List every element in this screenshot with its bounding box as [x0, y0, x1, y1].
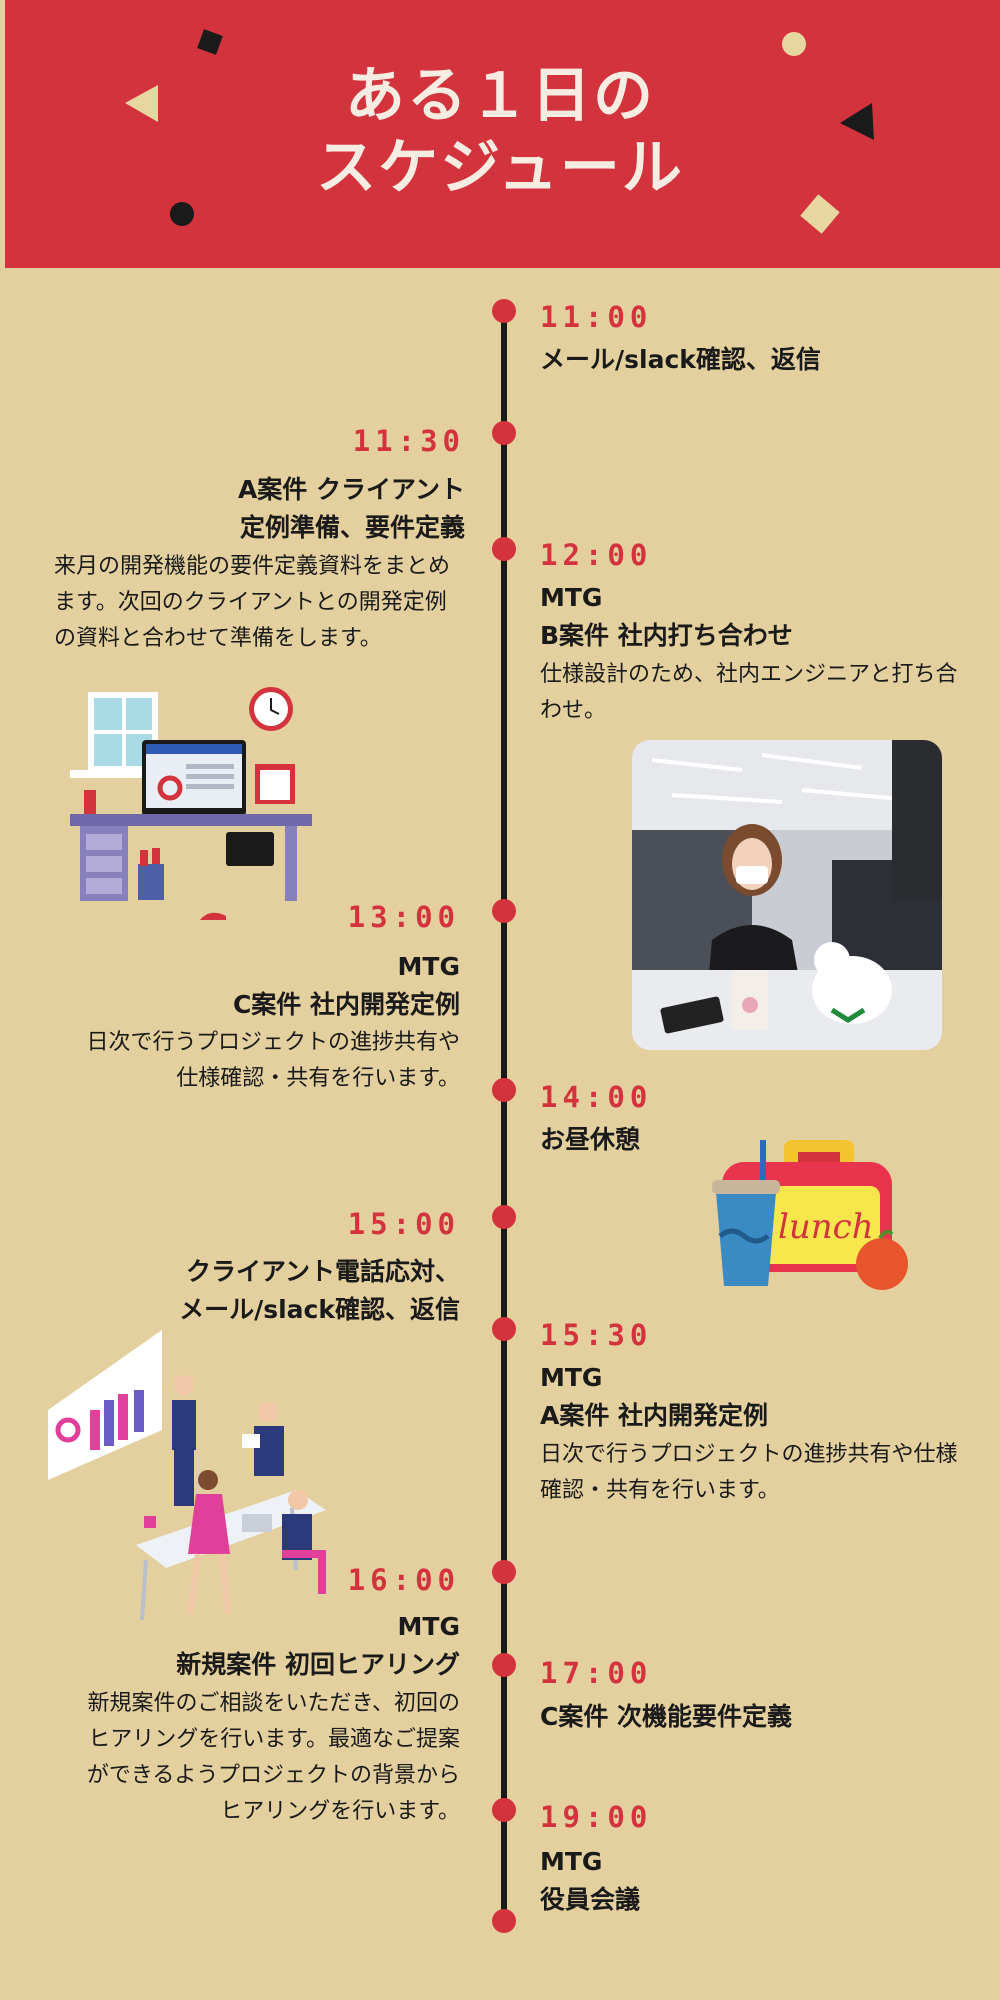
- event-description: 来月の開発機能の要件定義資料をまとめます。次回のクライアントとの開発定例の資料と…: [54, 554, 451, 651]
- time-label: 12:00: [540, 538, 653, 572]
- event-title: MTG 新規案件 初回ヒアリング: [40, 1608, 460, 1684]
- event-title: C案件 次機能要件定義: [540, 1698, 960, 1736]
- time-label: 11:30: [352, 424, 465, 458]
- event-title-line: クライアント電話応対、: [185, 1257, 460, 1286]
- event-description: 日次で行うプロジェクトの進捗共有や仕様確認・共有を行います。: [86, 1030, 460, 1091]
- time-label: 19:00: [540, 1800, 653, 1834]
- event-title-line: メール/slack確認、返信: [179, 1295, 460, 1324]
- deco-triangle: [125, 85, 158, 122]
- time-label: 15:00: [347, 1207, 460, 1241]
- event-title-line: MTG: [397, 952, 460, 981]
- deco-triangle: [840, 103, 874, 140]
- event-title-line: メール/slack確認、返信: [540, 345, 821, 374]
- timeline-line: [501, 305, 507, 1920]
- time-label: 16:00: [347, 1563, 460, 1597]
- event-title-line: お昼休憩: [540, 1125, 641, 1154]
- lunch-bag-illustration: lunch: [712, 1140, 908, 1290]
- timeline-dot: [492, 1078, 516, 1102]
- time-label: 11:00: [540, 300, 653, 334]
- event-description: 日次で行うプロジェクトの進捗共有や仕様確認・共有を行います。: [540, 1442, 958, 1503]
- timeline-dot: [492, 537, 516, 561]
- event-title-line: 定例準備、要件定義: [239, 513, 465, 542]
- event-title-line: MTG: [540, 1847, 603, 1876]
- event-title-line: MTG: [397, 1612, 460, 1641]
- event-title: MTG C案件 社内開発定例: [40, 948, 460, 1024]
- deco-square: [197, 29, 223, 55]
- meeting-illustration: [48, 1330, 326, 1621]
- event-title-line: MTG: [540, 1363, 603, 1392]
- event-title: A案件 クライアント 定例準備、要件定義: [40, 471, 465, 547]
- header-banner: [5, 0, 1000, 268]
- event-title: MTG 役員会議: [540, 1843, 960, 1919]
- event-title-line: C案件 次機能要件定義: [540, 1702, 793, 1731]
- event-title: MTG A案件 社内開発定例: [540, 1359, 960, 1435]
- time-label: 14:00: [540, 1080, 653, 1114]
- timeline-dot: [492, 1560, 516, 1584]
- event-title-line: C案件 社内開発定例: [232, 990, 460, 1019]
- event-title: お昼休憩: [540, 1121, 800, 1159]
- event-title-line: 新規案件 初回ヒアリング: [176, 1650, 460, 1679]
- event-description: 新規案件のご相談をいただき、初回のヒアリングを行います。最適なご提案ができるよう…: [86, 1691, 460, 1824]
- time-label: 13:00: [347, 900, 460, 934]
- page-title: ある１日の スケジュール: [0, 60, 1000, 204]
- event-title: クライアント電話応対、 メール/slack確認、返信: [40, 1253, 460, 1329]
- title-line-1: ある１日の: [345, 61, 655, 131]
- event-description: 仕様設計のため、社内エンジニアと打ち合わせ。: [540, 662, 958, 723]
- timeline-dot: [492, 1798, 516, 1822]
- office-desk-illustration: [70, 687, 312, 920]
- event-title-line: 役員会議: [540, 1885, 641, 1914]
- event-title: MTG B案件 社内打ち合わせ: [540, 579, 960, 655]
- event-title-line: A案件 クライアント: [237, 475, 465, 504]
- event-title-line: B案件 社内打ち合わせ: [540, 621, 793, 650]
- time-label: 15:30: [540, 1318, 653, 1352]
- timeline-dot: [492, 421, 516, 445]
- header-decoration: [125, 29, 874, 234]
- timeline-dot: [492, 1653, 516, 1677]
- lunch-text: lunch: [778, 1207, 874, 1247]
- title-line-2: スケジュール: [316, 133, 684, 203]
- event-title-line: A案件 社内開発定例: [540, 1401, 769, 1430]
- time-label: 17:00: [540, 1656, 653, 1690]
- office-photo: [632, 740, 942, 1050]
- deco-circle: [782, 32, 806, 56]
- timeline-dot: [492, 1909, 516, 1933]
- timeline-dot: [492, 1205, 516, 1229]
- event-title: メール/slack確認、返信: [540, 341, 960, 379]
- timeline-dot: [492, 299, 516, 323]
- deco-diamond: [800, 194, 840, 234]
- timeline-dot: [492, 899, 516, 923]
- timeline-dot: [492, 1317, 516, 1341]
- event-title-line: MTG: [540, 583, 603, 612]
- deco-circle: [170, 202, 194, 226]
